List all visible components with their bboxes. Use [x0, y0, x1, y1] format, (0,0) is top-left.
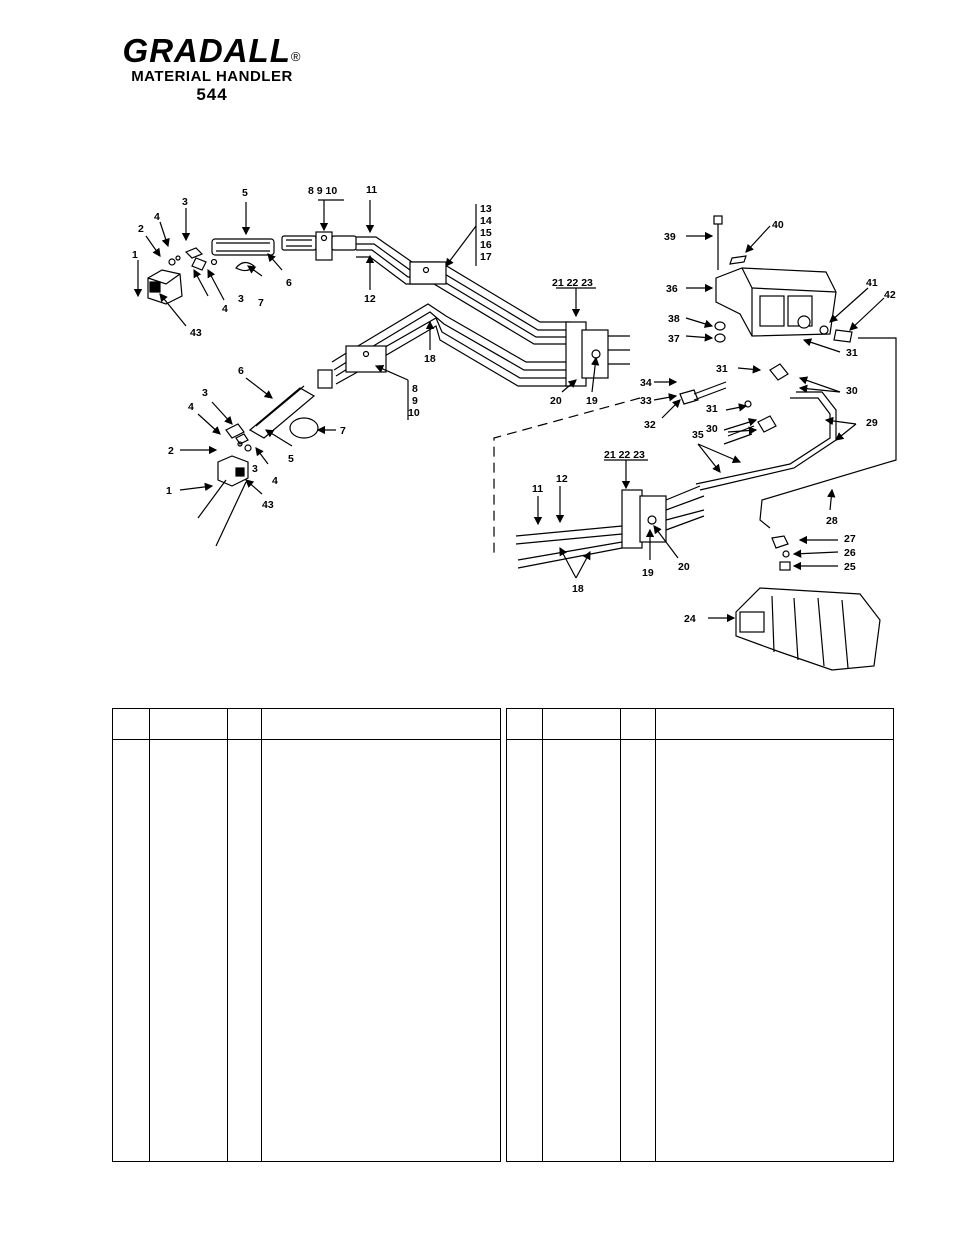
brand-subtitle: MATERIAL HANDLER [131, 68, 293, 85]
callout-33: 33 [640, 395, 652, 407]
table-column-divider [620, 709, 621, 1161]
parts-table-right [506, 708, 894, 1162]
table-column-divider [149, 709, 150, 1161]
table-column-divider [261, 709, 262, 1161]
callout-18b: 18 [572, 583, 584, 595]
callout-39: 39 [664, 231, 676, 243]
callout-2b: 2 [168, 445, 174, 457]
callout-31b: 31 [716, 363, 728, 375]
callout-31a: 31 [846, 347, 858, 359]
callout-leaders [133, 199, 885, 623]
callout-26: 26 [844, 547, 856, 559]
callout-4c: 4 [188, 401, 194, 413]
callout-1: 1 [132, 249, 138, 261]
callout-37: 37 [668, 333, 680, 345]
callout-19b: 19 [642, 567, 654, 579]
callout-group-21-22-23-lower: 21 22 23 [604, 449, 645, 461]
callout-36: 36 [666, 283, 678, 295]
callout-8: 8 [412, 383, 418, 395]
callout-3b: 3 [238, 293, 244, 305]
callout-34: 34 [640, 377, 652, 389]
callout-4d: 4 [272, 475, 278, 487]
callout-25: 25 [844, 561, 856, 573]
callout-4: 4 [154, 211, 160, 223]
brand-name: GRADALL [122, 32, 291, 69]
callout-43b: 43 [262, 499, 274, 511]
callout-18: 18 [424, 353, 436, 365]
callout-42: 42 [884, 289, 896, 301]
right-assembly [493, 215, 897, 671]
table-header-divider [507, 739, 893, 740]
callout-group-21-22-23-upper: 21 22 23 [552, 277, 593, 289]
callout-30a: 30 [846, 385, 858, 397]
table-header-divider [113, 739, 500, 740]
callout-17: 17 [480, 251, 492, 263]
table-column-divider [655, 709, 656, 1161]
callout-19: 19 [586, 395, 598, 407]
callout-35: 35 [692, 429, 704, 441]
callout-30b: 30 [706, 423, 718, 435]
callout-11b: 11 [532, 483, 543, 495]
callout-5: 5 [242, 187, 248, 199]
callout-1b: 1 [166, 485, 172, 497]
callout-3: 3 [182, 196, 188, 208]
callout-6b: 6 [238, 365, 244, 377]
callout-13: 13 [480, 203, 492, 215]
model-number: 544 [196, 85, 228, 104]
callout-labels: 1 2 4 3 5 8 9 10 11 13 14 15 16 17 3 4 7… [132, 184, 896, 625]
callout-6: 6 [286, 277, 292, 289]
callout-14: 14 [480, 215, 492, 227]
callout-5b: 5 [288, 453, 294, 465]
table-column-divider [227, 709, 228, 1161]
callout-12b: 12 [556, 473, 568, 485]
callout-29: 29 [866, 417, 878, 429]
table-column-divider [542, 709, 543, 1161]
callout-4b: 4 [222, 303, 228, 315]
callout-7b: 7 [340, 425, 346, 437]
callout-7: 7 [258, 297, 264, 309]
callout-28: 28 [826, 515, 838, 527]
callout-38: 38 [668, 313, 680, 325]
callout-15: 15 [480, 227, 492, 239]
callout-40: 40 [772, 219, 784, 231]
middle-assembly [217, 303, 630, 487]
hydraulic-parts-diagram: 1 2 4 3 5 8 9 10 11 13 14 15 16 17 3 4 7… [132, 184, 897, 671]
callout-27: 27 [844, 533, 856, 545]
callout-31c: 31 [706, 403, 718, 415]
callout-32: 32 [644, 419, 656, 431]
callout-41: 41 [866, 277, 878, 289]
callout-24: 24 [684, 613, 696, 625]
brand-block: GRADALL® MATERIAL HANDLER 544 [112, 34, 312, 105]
callout-3d: 3 [252, 463, 258, 475]
callout-16: 16 [480, 239, 492, 251]
callout-2: 2 [138, 223, 144, 235]
upper-left-assembly [147, 231, 570, 345]
callout-20b: 20 [678, 561, 690, 573]
brand-logo: GRADALL® [112, 34, 312, 68]
callout-10: 10 [408, 407, 420, 419]
callout-12: 12 [364, 293, 376, 305]
callout-9: 9 [412, 395, 418, 407]
callout-11: 11 [366, 184, 377, 196]
callout-3c: 3 [202, 387, 208, 399]
callout-group-8-9-10: 8 9 10 [308, 185, 337, 197]
callout-20: 20 [550, 395, 562, 407]
registered-mark: ® [290, 49, 302, 64]
parts-table-left [112, 708, 501, 1162]
callout-43: 43 [190, 327, 202, 339]
